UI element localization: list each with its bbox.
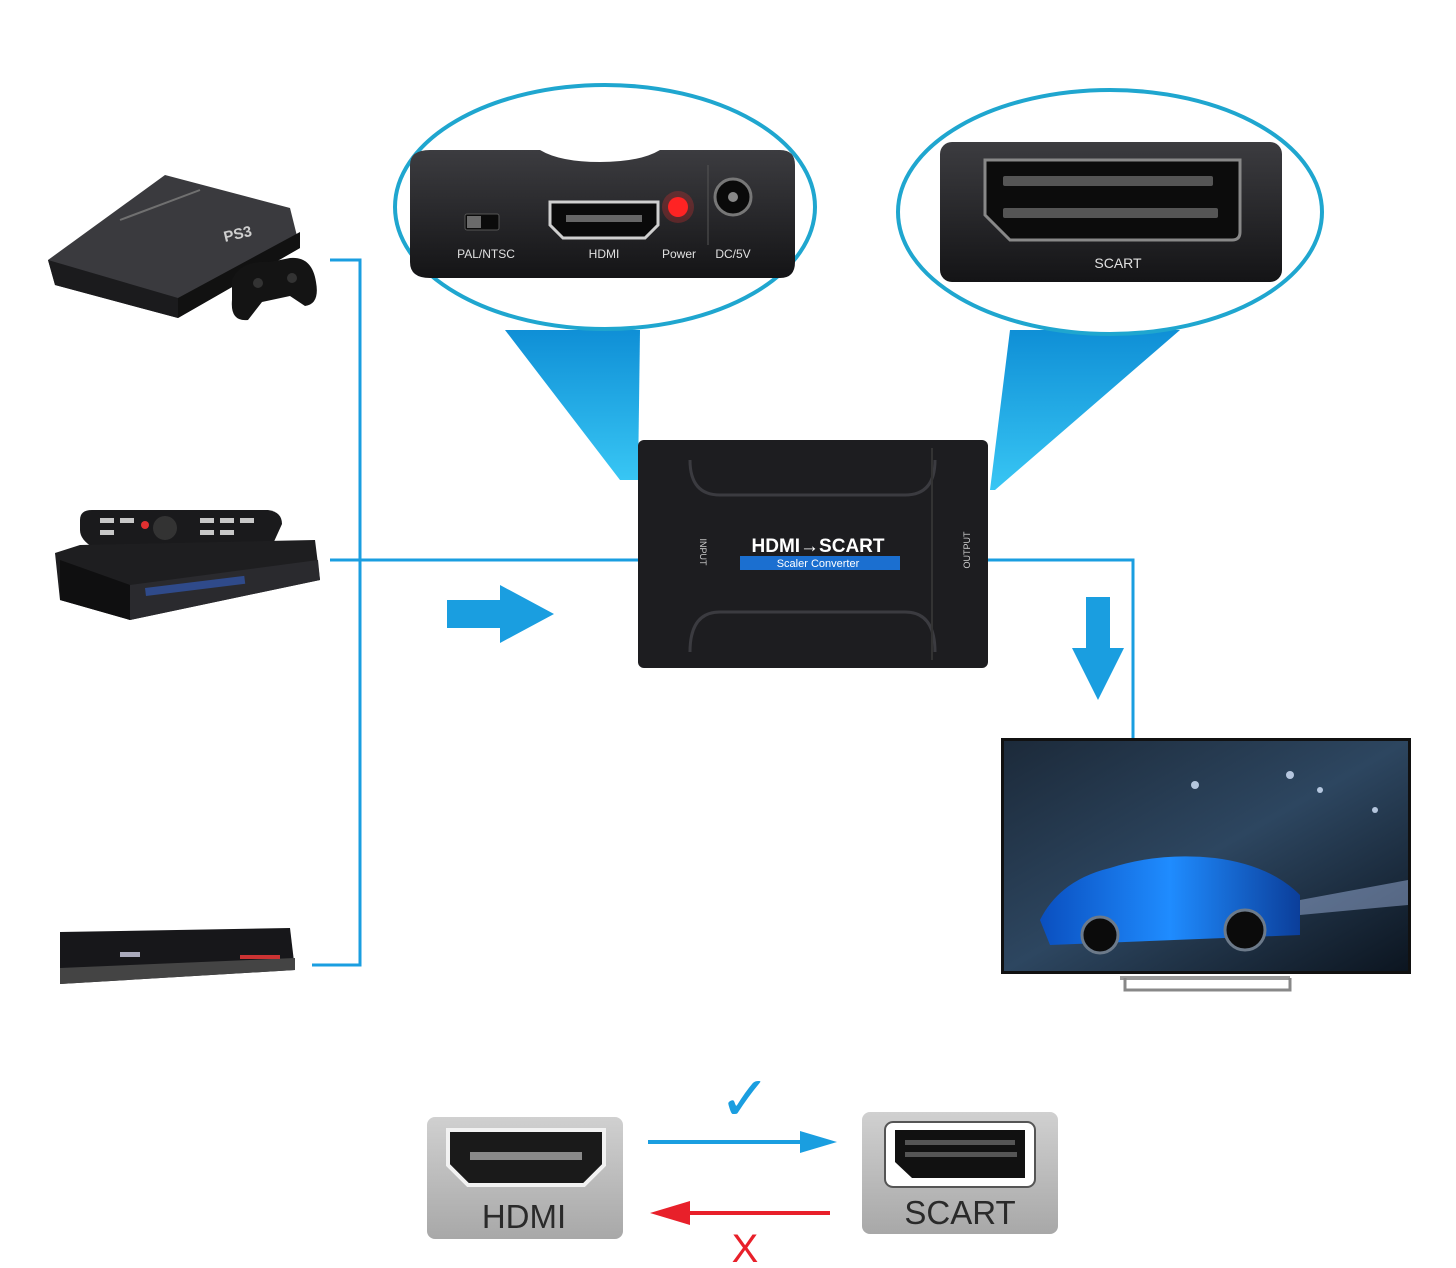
ps3-console-icon: PS3: [48, 175, 317, 321]
cross-icon: X: [732, 1227, 759, 1268]
converter-subtitle: Scaler Converter: [777, 558, 860, 570]
remote-control-icon: [80, 510, 282, 548]
svg-text:PS3: PS3: [222, 223, 253, 246]
converter-box: HDMI→SCART Scaler Converter INPUT OUTPUT: [638, 440, 988, 668]
bracket-line: [312, 258, 362, 967]
power-label: Power: [662, 247, 696, 261]
right-arrow-icon: [447, 585, 554, 643]
output-zoom-cone: [990, 330, 1180, 490]
legend-hdmi-label: HDMI: [482, 1198, 566, 1235]
power-led: [668, 197, 688, 217]
backward-arrow-icon: [650, 1201, 830, 1225]
scart-port-label: SCART: [1094, 255, 1142, 271]
output-panel-closeup: SCART: [896, 88, 1324, 336]
dc-label: DC/5V: [715, 247, 750, 261]
output-line: [988, 558, 1135, 738]
set-top-box-icon: [55, 540, 320, 620]
input-panel-closeup: PAL/NTSC HDMI Power DC/5V: [393, 83, 817, 331]
down-arrow-icon: [1072, 597, 1124, 700]
converter-subtitle-bar: [740, 556, 900, 570]
tv-icon: [1001, 738, 1411, 992]
gamepad-icon: [231, 257, 317, 321]
converter-title: HDMI→SCART: [752, 536, 885, 557]
scart-pins: [1003, 176, 1218, 218]
input-zoom-cone: [505, 330, 640, 480]
forward-arrow-icon: [648, 1131, 837, 1153]
pal-ntsc-label: PAL/NTSC: [457, 247, 515, 261]
converter-output-label: OUTPUT: [962, 531, 972, 569]
legend-scart-label: SCART: [904, 1194, 1015, 1231]
compatibility-legend: HDMI SCART ✓ X: [427, 1065, 1058, 1268]
connection-lines: [312, 258, 1135, 967]
converter-input-label: INPUT: [698, 539, 708, 567]
scart-port-icon: [983, 158, 1242, 242]
check-icon: ✓: [719, 1065, 771, 1134]
hdmi-port-label: HDMI: [589, 247, 620, 261]
blu-ray-player-icon: [60, 928, 295, 984]
